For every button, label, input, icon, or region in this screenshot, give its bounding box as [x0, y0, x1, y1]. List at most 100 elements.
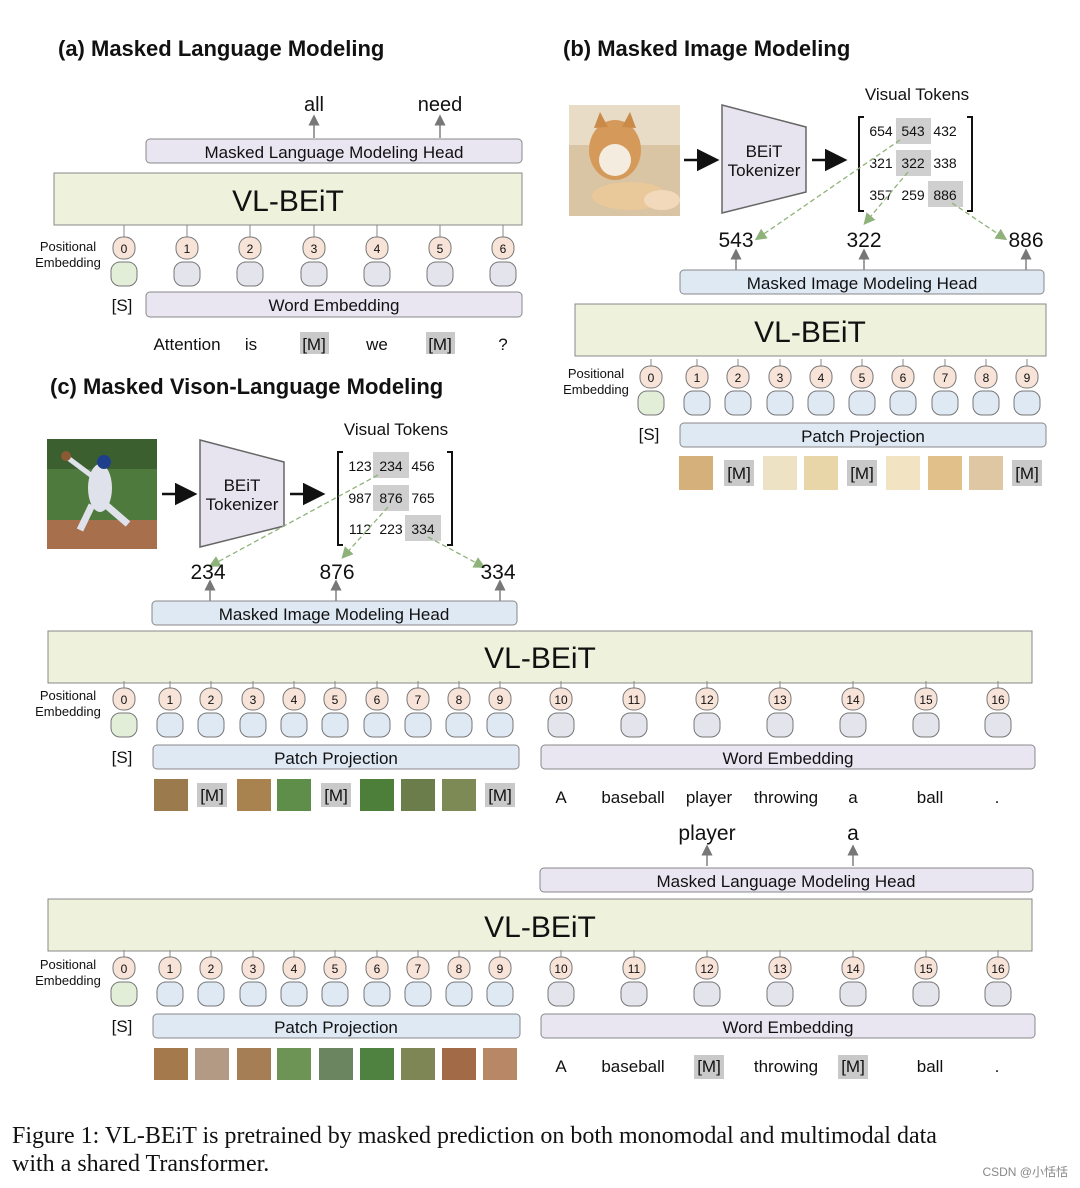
token-embedding-node — [912, 981, 940, 1007]
position-index: 6 — [374, 962, 381, 976]
token-embedding-node — [984, 981, 1012, 1007]
token-assign-arrow — [951, 202, 1008, 241]
mlm-output: player — [678, 822, 735, 845]
position-index: 2 — [247, 242, 254, 256]
image-patch — [360, 1048, 394, 1080]
patch-projection-box — [152, 744, 520, 770]
position-index: 4 — [818, 371, 825, 385]
image-patch — [277, 779, 311, 811]
position-node — [323, 956, 347, 980]
mim-head-label: Masked Image Modeling Head — [219, 605, 450, 624]
token-embedding-node — [848, 390, 876, 416]
token-embedding-node — [766, 390, 794, 416]
word-token: is — [245, 335, 257, 354]
word-token: . — [995, 788, 1000, 807]
image-patch — [401, 779, 435, 811]
mask-token: [M] — [727, 464, 751, 483]
position-node — [622, 956, 646, 980]
vl-beit-backbone — [47, 630, 1033, 684]
token-embedding-node — [173, 261, 201, 287]
word-token: throwing — [754, 788, 818, 807]
mask-token: [M] — [1015, 464, 1039, 483]
cls-embedding-node — [637, 390, 665, 416]
visual-token-id: 334 — [411, 521, 435, 537]
figure-caption-line1: Figure 1: VL-BEiT is pretrained by maske… — [12, 1123, 937, 1149]
positional-label: Positional — [40, 239, 96, 254]
word-token: baseball — [601, 788, 664, 807]
visual-token-id: 987 — [348, 490, 372, 506]
token-highlight — [928, 181, 963, 207]
image-patch — [928, 456, 962, 490]
token-embedding-node — [486, 981, 514, 1007]
bracket-right — [967, 116, 973, 212]
position-index: 8 — [456, 962, 463, 976]
mlm-output-all: all — [304, 94, 324, 116]
mlm-head-box — [539, 867, 1034, 893]
token-embedding-node — [197, 981, 225, 1007]
position-node — [406, 687, 430, 711]
backbone-label: VL-BEiT — [484, 642, 596, 675]
token-embedding-node — [445, 981, 473, 1007]
image-patch — [154, 1048, 188, 1080]
visual-token-id: 886 — [933, 187, 957, 203]
token-embedding-node — [766, 712, 794, 738]
position-index: 9 — [497, 962, 504, 976]
token-highlight — [896, 150, 931, 176]
token-embedding-node — [404, 712, 432, 738]
position-index: 1 — [694, 371, 701, 385]
image-patch — [237, 1048, 271, 1080]
mask-highlight — [426, 332, 455, 354]
position-node — [241, 687, 265, 711]
position-node — [199, 956, 223, 980]
mask-highlight — [694, 1055, 724, 1079]
position-node — [841, 956, 865, 980]
mask-token: [M] — [428, 335, 452, 354]
word-embedding-label: Word Embedding — [268, 296, 399, 315]
position-index: 10 — [554, 693, 568, 707]
position-node — [639, 365, 663, 389]
image-patch — [804, 456, 838, 490]
position-node — [406, 956, 430, 980]
visual-token-id: 456 — [411, 458, 435, 474]
backbone-label: VL-BEiT — [484, 911, 596, 944]
word-token: A — [555, 1057, 567, 1076]
position-node — [685, 365, 709, 389]
position-index: 1 — [184, 242, 191, 256]
token-embedding-node — [239, 981, 267, 1007]
position-node — [112, 956, 136, 980]
cls-embedding-node — [110, 261, 138, 287]
bracket-left — [858, 116, 864, 212]
panel-b: (b) Masked Image Modeling BEiT Tokenizer… — [563, 36, 1047, 490]
cls-token: [S] — [112, 296, 133, 315]
visual-token-id: 234 — [379, 458, 403, 474]
position-node — [175, 236, 199, 260]
mask-token: [M] — [324, 786, 348, 805]
position-index: 1 — [167, 693, 174, 707]
visual-token-id: 223 — [379, 521, 403, 537]
panel-c-title: (c) Masked Vison-Language Modeling — [50, 374, 443, 399]
token-assign-arrow — [863, 171, 909, 225]
position-node — [768, 687, 792, 711]
watermark: CSDN @小恬恬 — [982, 1165, 1068, 1179]
vl-beit-backbone — [574, 303, 1047, 357]
image-patch — [154, 779, 188, 811]
position-node — [974, 365, 998, 389]
token-embedding-node — [426, 261, 454, 287]
token-embedding-node — [807, 390, 835, 416]
position-node — [809, 365, 833, 389]
token-embedding-node — [889, 390, 917, 416]
token-embedding-node — [620, 981, 648, 1007]
position-node — [238, 236, 262, 260]
mask-highlight — [300, 332, 329, 354]
position-index: 9 — [497, 693, 504, 707]
position-node — [158, 956, 182, 980]
position-index: 13 — [773, 693, 787, 707]
image-patch — [483, 1048, 517, 1080]
position-index: 0 — [121, 962, 128, 976]
image-patch — [886, 456, 920, 490]
tokenizer-label: Tokenizer — [728, 161, 801, 180]
position-node — [933, 365, 957, 389]
panel-b-patches: [M][M][M] — [679, 456, 1042, 490]
